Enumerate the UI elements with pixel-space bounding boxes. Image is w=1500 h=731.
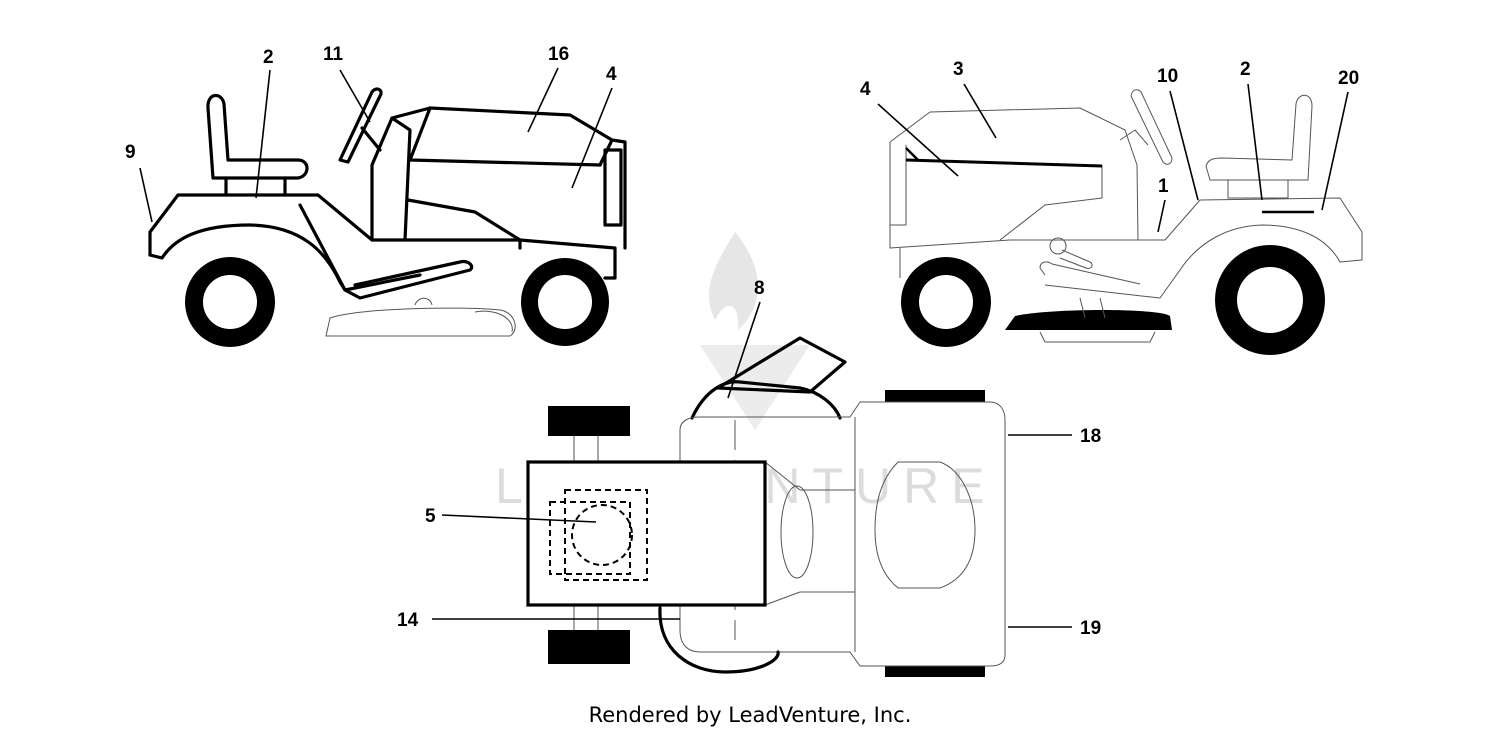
callout-18-top: 18 bbox=[1080, 426, 1101, 447]
top-body-outline bbox=[679, 401, 1006, 667]
callout-16-left: 16 bbox=[548, 44, 569, 65]
top-hood-dome bbox=[874, 461, 976, 589]
credit-text: Rendered by LeadVenture, Inc. bbox=[589, 703, 912, 727]
discharge-chute bbox=[716, 336, 847, 394]
right-hood bbox=[889, 142, 1145, 249]
callout-10-right: 10 bbox=[1157, 66, 1178, 87]
callout-20-right: 20 bbox=[1338, 68, 1359, 89]
left-mower-deck bbox=[325, 307, 516, 337]
callout-8-top: 8 bbox=[754, 278, 765, 299]
callout-2-left: 2 bbox=[263, 47, 274, 68]
callout-2-right: 2 bbox=[1240, 59, 1251, 80]
top-steering-wheel bbox=[780, 485, 814, 579]
callout-1-right: 1 bbox=[1158, 176, 1169, 197]
callout-9-left: 9 bbox=[125, 142, 136, 163]
top-front-tire-lower bbox=[885, 666, 985, 677]
left-hood bbox=[370, 106, 627, 250]
right-front-wheel bbox=[901, 257, 991, 347]
left-steering-wheel bbox=[338, 87, 383, 164]
callout-14-top: 14 bbox=[397, 610, 419, 631]
callout-5-top: 5 bbox=[425, 506, 436, 527]
right-rear-wheel bbox=[1215, 245, 1325, 355]
left-front-wheel bbox=[521, 258, 609, 346]
callout-11-left: 11 bbox=[323, 44, 344, 65]
right-mower-deck bbox=[1005, 310, 1172, 330]
top-seat-outline bbox=[549, 501, 631, 575]
callout-4-left: 4 bbox=[606, 64, 617, 85]
right-steering-wheel bbox=[1130, 89, 1173, 165]
left-side-view: 9 2 11 16 4 bbox=[125, 44, 627, 347]
top-view: 8 18 5 14 19 bbox=[397, 278, 1101, 677]
watermark-flame-icon bbox=[708, 232, 758, 330]
top-rear-tire-right bbox=[548, 630, 630, 664]
left-rear-wheel bbox=[185, 257, 275, 347]
right-seat bbox=[1205, 94, 1313, 181]
right-side-view: 4 3 10 2 20 1 bbox=[860, 59, 1363, 355]
callout-3-right: 3 bbox=[953, 59, 964, 80]
callout-4-right: 4 bbox=[860, 79, 871, 100]
left-seat bbox=[206, 93, 309, 180]
top-front-tire-upper bbox=[885, 390, 985, 402]
top-rear-tire-left bbox=[548, 406, 630, 436]
watermark-v-icon bbox=[700, 345, 810, 430]
right-rear-fender bbox=[1044, 197, 1363, 299]
callout-19-top: 19 bbox=[1080, 618, 1101, 639]
top-seat-circle bbox=[571, 504, 633, 566]
